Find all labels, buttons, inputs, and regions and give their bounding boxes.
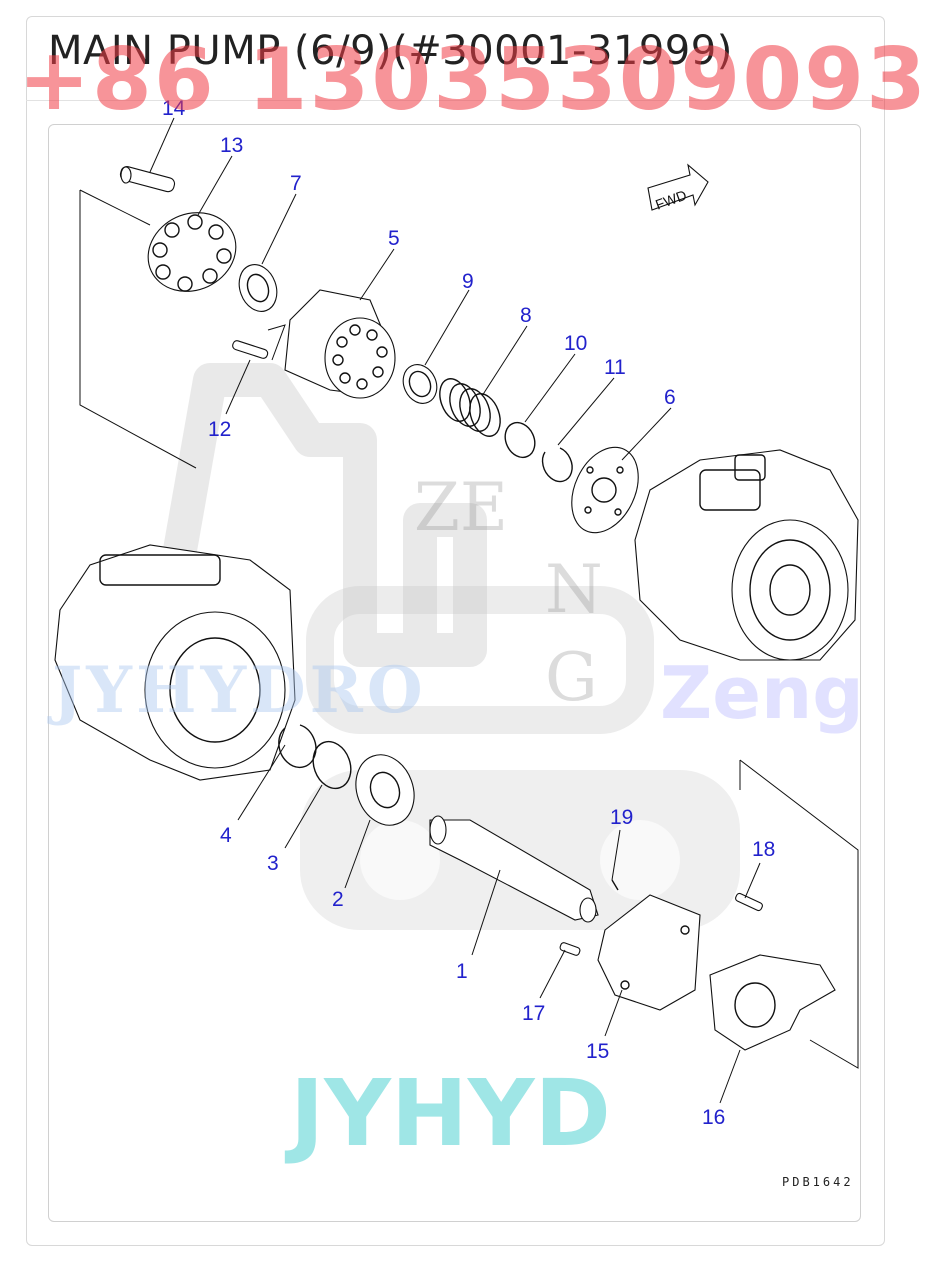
part-8-spring xyxy=(439,378,501,437)
callout-labels: 14 13 7 5 9 8 10 11 6 12 4 3 2 1 19 18 1… xyxy=(162,97,775,1129)
callout-6: 6 xyxy=(664,386,676,409)
part-18-bolt xyxy=(735,892,763,912)
part-13-plate xyxy=(147,212,237,292)
callout-13: 13 xyxy=(220,134,243,157)
part-7-bushing xyxy=(238,264,278,312)
part-4-snap-ring xyxy=(278,724,317,768)
callout-18: 18 xyxy=(752,838,775,861)
callout-5: 5 xyxy=(388,227,400,250)
callout-17: 17 xyxy=(522,1002,545,1025)
watermark-zeng-logo-2: N xyxy=(545,551,603,628)
part-2-bearing xyxy=(355,754,415,826)
fwd-arrow-icon: FWD xyxy=(647,163,709,213)
callout-11: 11 xyxy=(604,356,626,379)
watermark-zeng-logo-1: ZE xyxy=(414,469,508,546)
callout-15: 15 xyxy=(586,1040,609,1063)
part-5-cylinder-block xyxy=(267,289,396,399)
callout-10: 10 xyxy=(564,332,587,355)
diagram-frame xyxy=(48,124,861,1222)
leader-lines xyxy=(149,117,761,1104)
title-divider xyxy=(26,100,883,101)
callout-16: 16 xyxy=(702,1106,725,1129)
left-pump-housing xyxy=(54,544,296,781)
part-12-pin xyxy=(232,340,269,359)
drawing-code: PDB1642 xyxy=(782,1175,854,1189)
callout-3: 3 xyxy=(267,852,279,875)
callout-12: 12 xyxy=(208,418,231,441)
right-pump-housing xyxy=(634,449,859,661)
parts-diagram: ZE N G xyxy=(47,97,864,1189)
part-17-pin xyxy=(559,942,581,956)
callout-14: 14 xyxy=(162,97,186,120)
part-10-washer xyxy=(504,421,536,459)
part-14-pin xyxy=(119,166,176,193)
part-9-ring xyxy=(402,364,438,404)
part-19-pin xyxy=(611,879,619,891)
callout-19: 19 xyxy=(610,806,633,829)
upper-exploded-outline xyxy=(79,189,197,469)
lower-exploded-outline xyxy=(739,759,859,1069)
callout-7: 7 xyxy=(290,172,302,195)
part-1-shaft xyxy=(429,815,599,923)
part-3-o-ring xyxy=(312,740,352,790)
callout-1: 1 xyxy=(456,960,468,983)
callout-2: 2 xyxy=(332,888,344,911)
page-title: MAIN PUMP (6/9)(#30001-31999) xyxy=(48,28,733,74)
callout-8: 8 xyxy=(520,304,532,327)
callout-9: 9 xyxy=(462,270,474,293)
part-11-snap-ring xyxy=(541,447,573,483)
watermark-jyhydro: JYHYDRO xyxy=(47,653,427,728)
watermark-zeng-logo-3: G xyxy=(545,639,598,716)
part-6-valve-plate xyxy=(571,446,639,534)
callout-4: 4 xyxy=(220,824,232,847)
part-15-swash-plate xyxy=(597,894,701,1011)
part-16-support xyxy=(709,954,836,1051)
watermark-zeng: Zeng xyxy=(660,651,864,735)
watermark-jyhyd: JYHYD xyxy=(284,1060,611,1167)
